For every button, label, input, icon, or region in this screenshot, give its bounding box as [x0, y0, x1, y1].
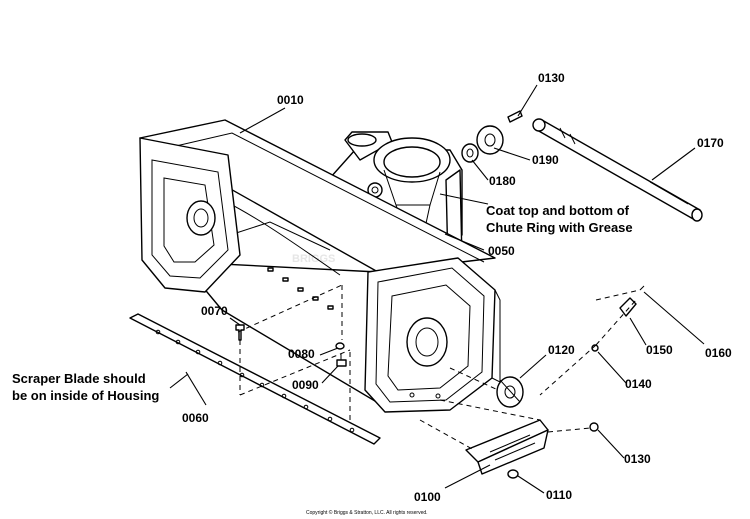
label-0130-bottom: 0130 [624, 452, 651, 466]
label-0170: 0170 [697, 136, 724, 150]
part-labels: 0010 0130 0170 0190 0180 0050 0070 0080 … [182, 71, 732, 504]
label-0160: 0160 [705, 346, 732, 360]
note-scraper-line2: be on inside of Housing [12, 388, 159, 403]
chute-ring-assembly [329, 131, 463, 266]
label-0140: 0140 [625, 377, 652, 391]
skid-shoe [465, 419, 599, 479]
leader-lines [169, 84, 705, 494]
blade-hardware [235, 324, 347, 367]
label-0070: 0070 [201, 304, 228, 318]
auger-shaft [532, 118, 703, 222]
label-0190: 0190 [532, 153, 559, 167]
assembly-lines [237, 284, 641, 451]
label-0180: 0180 [489, 174, 516, 188]
label-0010: 0010 [277, 93, 304, 107]
note-grease-line1: Coat top and bottom of [486, 203, 630, 218]
label-0100: 0100 [414, 490, 441, 504]
label-0130-top: 0130 [538, 71, 565, 85]
bearing-flange-top [461, 110, 523, 163]
label-0050: 0050 [488, 244, 515, 258]
watermark: BRIGGS [292, 253, 335, 265]
note-scraper-line1: Scraper Blade should [12, 371, 146, 386]
label-0150: 0150 [646, 343, 673, 357]
label-0110: 0110 [546, 488, 572, 502]
label-0120: 0120 [548, 343, 575, 357]
bearing-flange-side [496, 376, 524, 408]
copyright: Copyright © Briggs & Stratton, LLC. All … [306, 509, 428, 516]
label-0080: 0080 [288, 347, 315, 361]
shear-pin-hardware [591, 285, 645, 352]
auger-housing [139, 119, 501, 413]
label-0060: 0060 [182, 411, 209, 425]
note-grease-line2: Chute Ring with Grease [486, 220, 633, 235]
label-0090: 0090 [292, 378, 319, 392]
assembly-notes: Coat top and bottom of Chute Ring with G… [12, 203, 633, 403]
scraper-blade [129, 313, 381, 445]
